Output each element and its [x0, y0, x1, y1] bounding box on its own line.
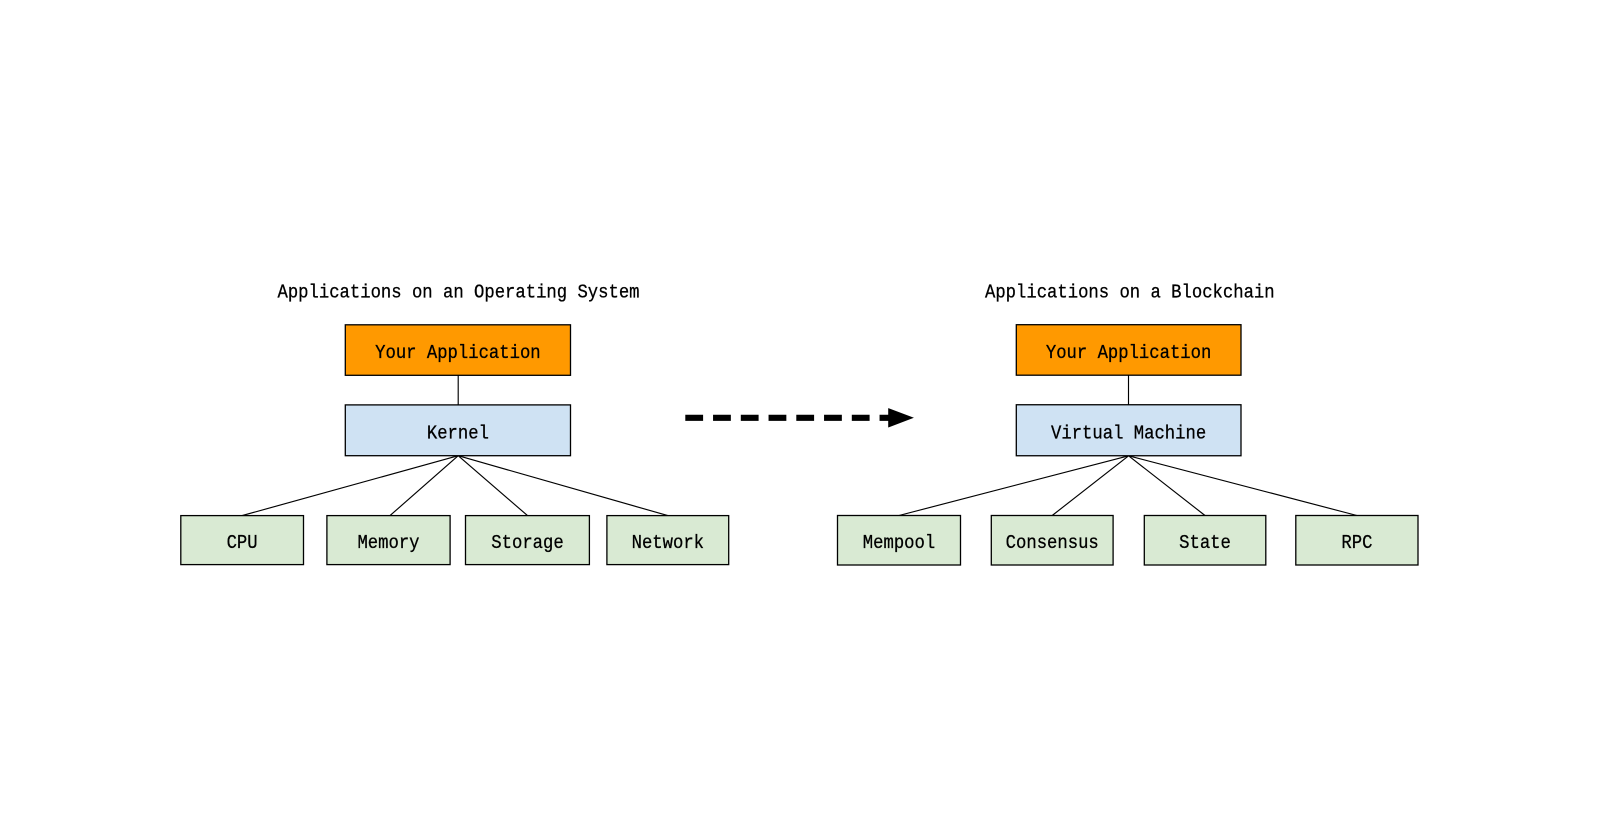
svg-text:Your Application: Your Application	[375, 342, 541, 364]
svg-text:Network: Network	[632, 532, 704, 554]
svg-text:Applications on an Operating S: Applications on an Operating System	[277, 282, 639, 304]
svg-text:Virtual Machine: Virtual Machine	[1051, 423, 1206, 445]
svg-text:Your Application: Your Application	[1046, 342, 1212, 364]
svg-text:Memory: Memory	[357, 532, 419, 554]
svg-text:Storage: Storage	[491, 532, 563, 554]
svg-text:Mempool: Mempool	[863, 532, 935, 554]
svg-text:Applications on a Blockchain: Applications on a Blockchain	[985, 282, 1275, 304]
svg-text:Consensus: Consensus	[1006, 532, 1099, 554]
svg-text:RPC: RPC	[1341, 532, 1372, 554]
svg-text:CPU: CPU	[227, 532, 258, 554]
svg-text:Kernel: Kernel	[427, 423, 489, 445]
svg-text:State: State	[1179, 532, 1231, 554]
